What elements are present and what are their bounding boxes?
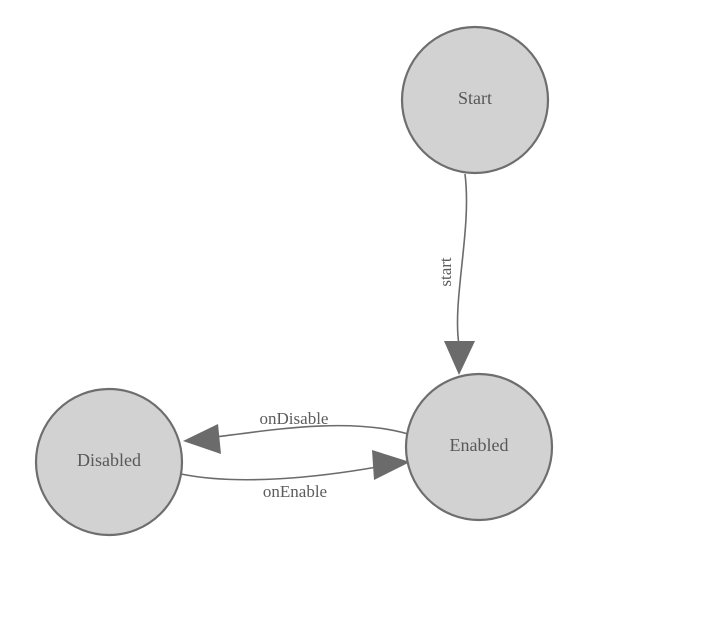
edge-enabled-to-disabled-path bbox=[215, 424, 409, 438]
node-start-label: Start bbox=[458, 88, 492, 108]
edge-disabled-to-enabled-path bbox=[180, 466, 378, 481]
edge-start-to-enabled-arrowhead bbox=[444, 341, 475, 375]
edge-enabled-to-disabled[interactable]: onDisable bbox=[183, 409, 409, 454]
node-enabled[interactable]: Enabled bbox=[404, 372, 554, 522]
edge-start-to-enabled[interactable]: start bbox=[436, 173, 475, 375]
node-enabled-label: Enabled bbox=[450, 435, 509, 455]
node-disabled-circle bbox=[34, 387, 184, 537]
node-enabled-circle bbox=[404, 372, 554, 522]
edge-disabled-to-enabled-arrowhead bbox=[372, 450, 410, 480]
edge-label-start: start bbox=[436, 257, 455, 287]
edge-label-ondisable: onDisable bbox=[260, 409, 329, 428]
node-start-circle bbox=[400, 25, 550, 175]
edge-label-onenable: onEnable bbox=[263, 482, 327, 501]
edge-enabled-to-disabled-arrowhead bbox=[183, 424, 221, 454]
node-start[interactable]: Start bbox=[400, 25, 550, 175]
edge-start-to-enabled-path bbox=[456, 173, 468, 346]
edge-disabled-to-enabled[interactable]: onEnable bbox=[180, 450, 410, 501]
node-disabled[interactable]: Disabled bbox=[34, 387, 184, 537]
node-disabled-label: Disabled bbox=[77, 450, 141, 470]
